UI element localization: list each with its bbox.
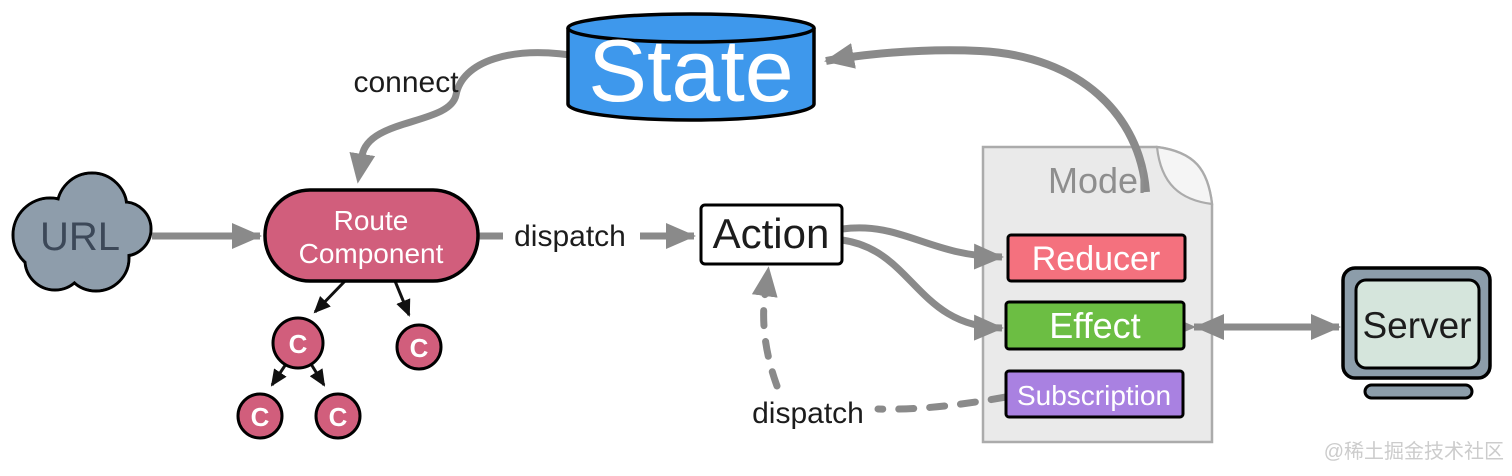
server-stand-icon — [1363, 383, 1474, 400]
route-to-c2-arrow — [393, 280, 411, 317]
component-letter: C — [410, 333, 429, 363]
state-cylinder-top — [566, 12, 816, 44]
model-label: Model — [1048, 160, 1146, 201]
component-circle — [314, 392, 362, 440]
route-label-line2: Component — [299, 238, 444, 269]
url-label: URL — [40, 215, 120, 259]
server-screen — [1354, 278, 1481, 370]
model-to-state-arrow — [824, 43, 1150, 193]
url-cloud: URL — [11, 171, 153, 293]
action-node: Action — [699, 203, 844, 266]
component-letter: C — [289, 329, 308, 359]
component-letter: C — [329, 402, 348, 432]
state-cylinder-body — [566, 28, 816, 122]
component-circle — [236, 392, 284, 440]
route-label-line1: Route — [334, 205, 409, 236]
action-box — [699, 203, 844, 266]
subscription-label: Subscription — [1017, 380, 1171, 411]
connect-label: connect — [353, 66, 459, 99]
state-cylinder: State — [566, 12, 816, 122]
state-to-route-connect-arrow — [349, 49, 584, 184]
reducer-box — [1006, 233, 1187, 283]
subscription-box — [1004, 369, 1185, 419]
component-letter: C — [251, 402, 270, 432]
route-component-pill — [263, 188, 480, 283]
server-label: Server — [1363, 305, 1472, 346]
component-circles — [236, 316, 443, 440]
model-document — [981, 145, 1214, 444]
c1-to-c4-arrow — [309, 363, 326, 387]
model-document-fold-icon — [1155, 145, 1214, 206]
action-to-effect-arrow — [841, 236, 1004, 341]
subscription-node: Subscription — [1004, 369, 1185, 419]
effect-box — [1004, 300, 1186, 351]
dispatch-to-action-dashed-arrow — [751, 266, 781, 390]
route-to-c1-arrow — [313, 279, 347, 314]
server-node: Server — [1341, 266, 1492, 400]
url-cloud-fill — [14, 174, 150, 290]
reducer-node: Reducer — [1006, 233, 1187, 283]
state-label: State — [588, 21, 793, 120]
route-component-node: Route Component — [263, 188, 480, 283]
dispatch-subscription-label: dispatch — [752, 397, 864, 430]
component-circle — [271, 316, 325, 370]
component-tree: C C C C — [236, 316, 443, 440]
component-circle — [395, 323, 443, 371]
effect-node: Effect — [1004, 300, 1186, 351]
subscription-dispatch-dashed-line — [874, 393, 1010, 413]
effect-label: Effect — [1049, 305, 1140, 346]
arrows-layer — [152, 43, 1341, 413]
component-tree-arrows — [270, 279, 411, 387]
watermark: @稀土掘金技术社区 — [1324, 440, 1504, 463]
action-label: Action — [713, 210, 830, 257]
component-letters: C C C C — [251, 329, 429, 432]
c1-to-c3-arrow — [270, 363, 288, 387]
action-to-reducer-arrow — [841, 224, 1004, 270]
reducer-label: Reducer — [1032, 240, 1161, 278]
dispatch-route-label: dispatch — [514, 220, 626, 253]
